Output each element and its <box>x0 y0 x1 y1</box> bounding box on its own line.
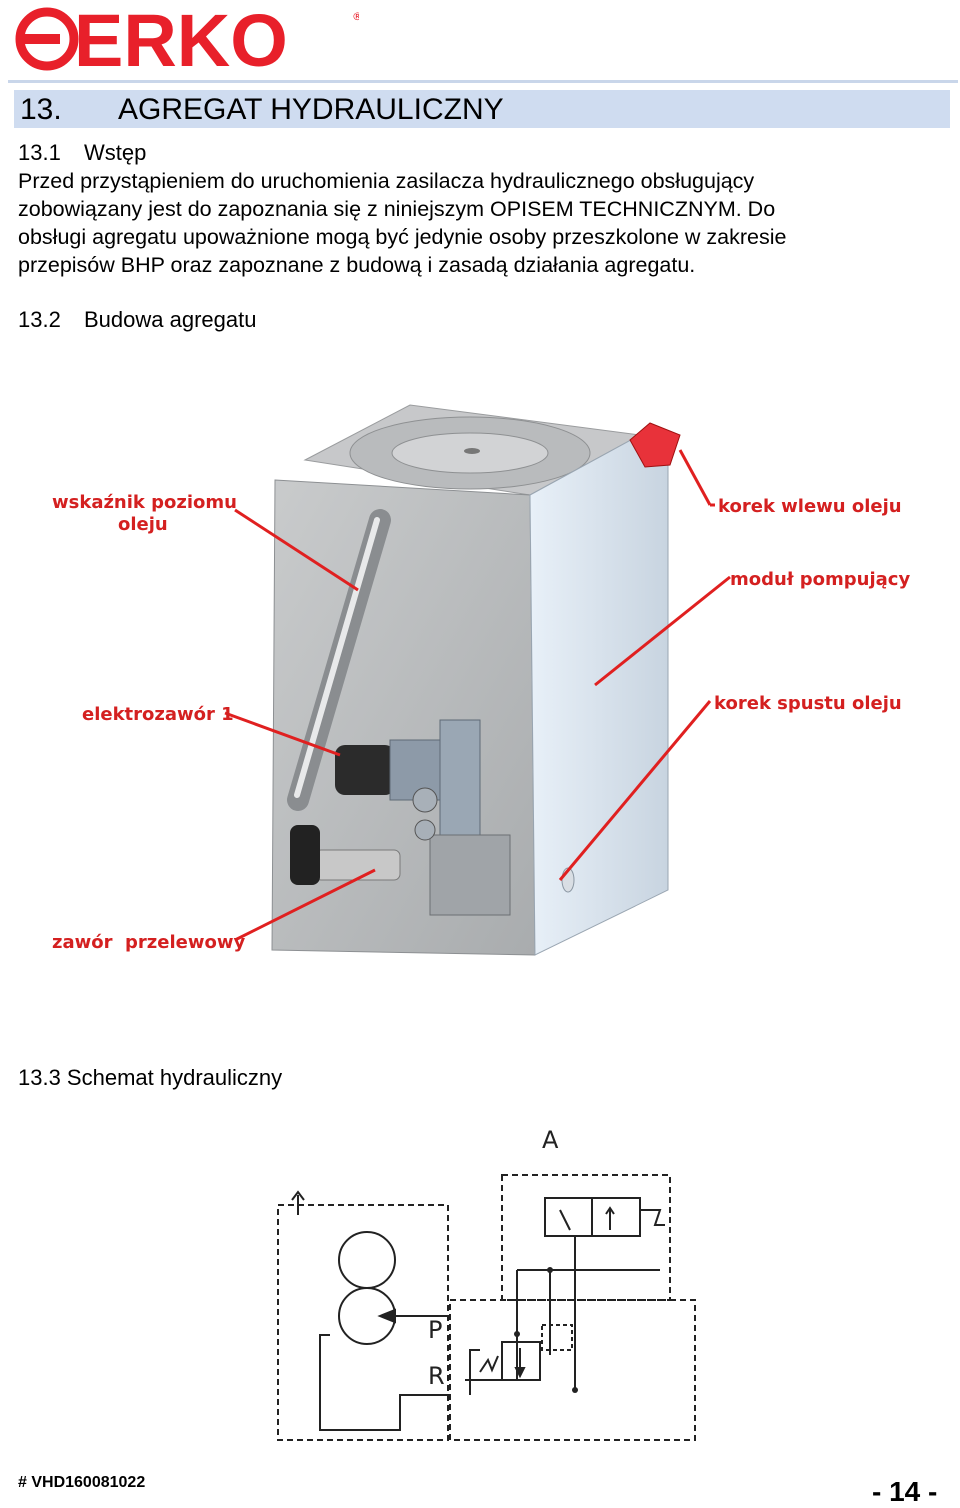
registered-mark: ® <box>352 10 359 23</box>
paragraph-line: przepisów BHP oraz zapoznane z budową i … <box>18 253 696 277</box>
paragraph-line: Przed przystąpieniem do uruchomienia zas… <box>18 169 755 193</box>
title-bar <box>14 90 950 128</box>
document-code: # VHD160081022 <box>18 1474 146 1491</box>
section-number: 13. <box>20 93 62 126</box>
label-solenoid-valve: elektrozawór 1 <box>82 704 234 725</box>
label-drain-plug: korek spustu oleju <box>714 693 902 714</box>
subsection-heading: Wstęp <box>84 140 147 165</box>
paragraph-line: obsługi agregatu upoważnione mogą być je… <box>18 225 787 249</box>
label-level-indicator-2: oleju <box>118 514 168 535</box>
intro-paragraph: Przed przystąpieniem do uruchomienia zas… <box>18 167 948 279</box>
paragraph-line: zobowiązany jest do zapoznania się z nin… <box>18 197 776 221</box>
subsection-heading: Budowa agregatu <box>84 307 257 332</box>
erko-logo: ERKO ® <box>15 6 359 72</box>
header-rule <box>8 80 958 83</box>
section-title: AGREGAT HYDRAULICZNY <box>118 93 504 126</box>
port-p-label: P <box>428 1316 442 1344</box>
schematic-heading: 13.3 Schemat hydrauliczny <box>18 1065 283 1090</box>
port-a-label: A <box>542 1126 559 1154</box>
label-fill-plug: korek wlewu oleju <box>718 496 902 517</box>
logo-text: ERKO <box>74 6 288 72</box>
subsection-number: 13.2 <box>18 307 61 332</box>
label-pump-module: moduł pompujący <box>730 569 910 590</box>
page-number: - 14 - <box>872 1476 938 1507</box>
label-level-indicator: wskaźnik poziomu <box>52 492 237 513</box>
port-r-label: R <box>428 1362 445 1390</box>
hydraulic-schematic: A P R <box>277 1126 696 1441</box>
label-overflow-valve: zawór przelewowy <box>52 932 245 953</box>
subsection-number: 13.1 <box>18 140 61 165</box>
hydraulic-unit-figure: wskaźnik poziomu oleju korek wlewu oleju… <box>52 404 910 956</box>
